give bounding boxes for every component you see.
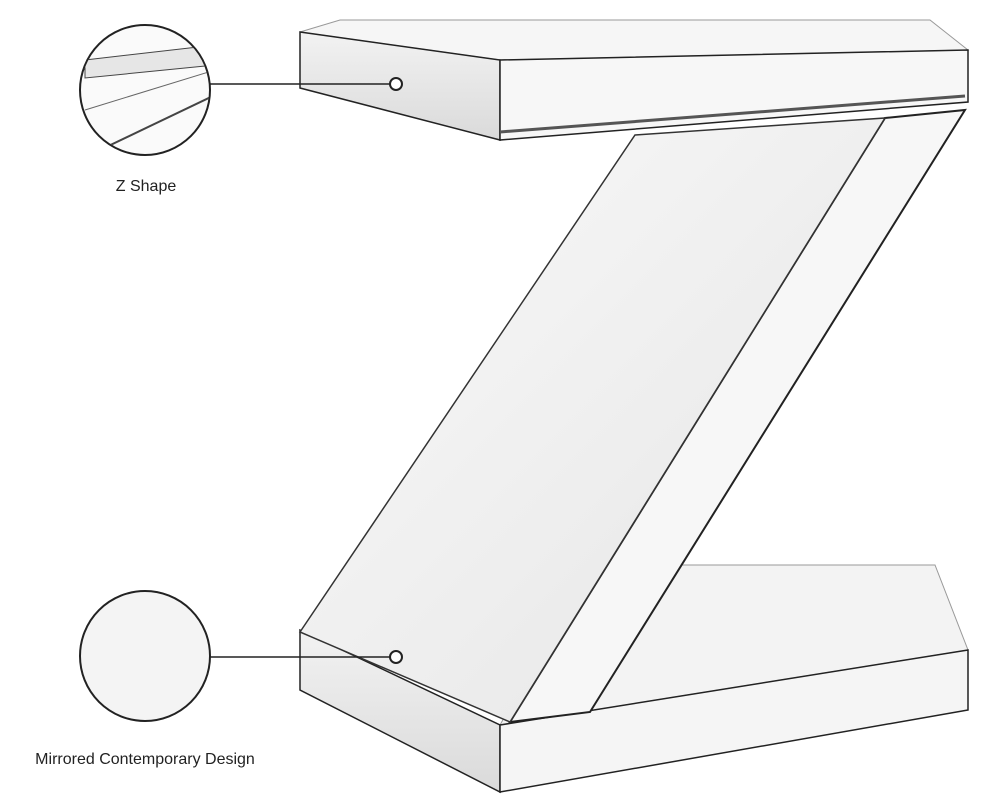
callout-mirrored bbox=[79, 590, 403, 722]
diagonal-panel bbox=[298, 108, 967, 724]
callout-dot bbox=[389, 650, 403, 664]
callout-label-mirrored: Mirrored Contemporary Design bbox=[35, 751, 255, 768]
callout-label-z-shape: Z Shape bbox=[115, 178, 177, 195]
detail-zoom-circle bbox=[79, 24, 211, 156]
detail-zoom-circle bbox=[79, 590, 211, 722]
callout-dot bbox=[389, 77, 403, 91]
callout-z-shape bbox=[79, 24, 403, 156]
